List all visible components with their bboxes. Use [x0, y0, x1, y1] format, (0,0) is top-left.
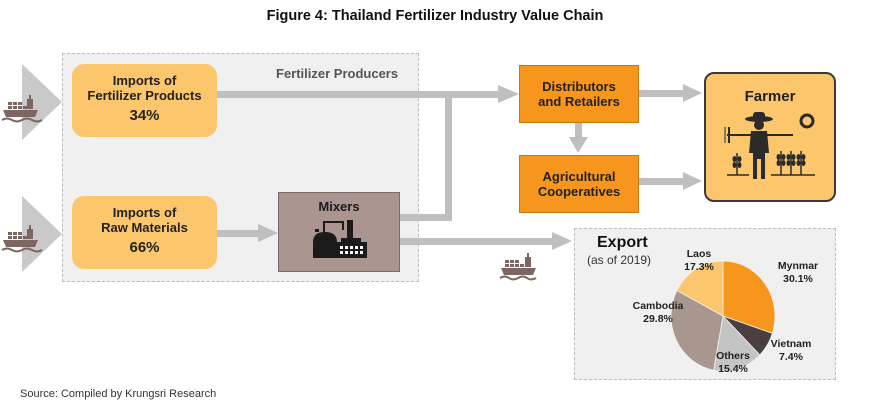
distributors-line1: Distributors — [542, 79, 616, 94]
pie-label-laos: Laos 17.3% — [674, 248, 724, 274]
pie-label-laos-name: Laos — [686, 248, 712, 260]
pie-label-vietnam: Vietnam 7.4% — [763, 338, 819, 364]
cargo-ship-icon — [1, 95, 43, 123]
source-note: Source: Compiled by Krungsri Research — [20, 388, 217, 400]
cooperatives-line1: Agricultural — [542, 169, 616, 184]
arrow-line-dist-to-farmer — [639, 90, 685, 97]
arrow-line-dist-to-coop — [575, 123, 582, 139]
arrow-line-to-export — [400, 238, 554, 245]
pie-label-others: Others 15.4% — [708, 350, 758, 376]
figure-title: Figure 4: Thailand Fertilizer Industry V… — [266, 8, 604, 24]
pie-slice-mynmar — [722, 260, 776, 334]
imports-fertilizer-share: 34% — [129, 107, 160, 124]
pie-label-mynmar: Mynmar 30.1% — [770, 260, 826, 286]
imports-raw-materials-box: Imports of Raw Materials 66% — [72, 196, 217, 269]
arrow-head-dist-to-farmer — [683, 84, 702, 102]
pie-label-others-value: 15.4% — [718, 363, 748, 375]
arrow-head-to-mixer — [258, 224, 278, 242]
pie-slice-cambodia — [670, 289, 724, 371]
pie-slice-others — [713, 315, 761, 372]
arrow-line-coop-to-farmer — [639, 178, 685, 185]
farmer-box: Farmer — [704, 72, 836, 202]
pie-label-cambodia: Cambodia 29.8% — [628, 300, 688, 326]
arrow-line-mixer-up — [445, 91, 452, 221]
distributors-line2: and Retailers — [538, 94, 620, 109]
cargo-ship-icon — [1, 225, 43, 253]
pie-label-laos-value: 17.3% — [684, 261, 714, 273]
farmer-label: Farmer — [744, 88, 796, 105]
pie-label-cambodia-value: 29.8% — [643, 313, 673, 325]
arrow-line-raw-to-mixer — [217, 230, 260, 237]
pie-label-mynmar-value: 30.1% — [783, 273, 813, 285]
arrow-line-fert-to-dist — [217, 91, 500, 98]
pie-label-others-name: Others — [716, 350, 750, 362]
import-chevron-bottom — [22, 196, 62, 272]
imports-raw-line2: Raw Materials — [101, 220, 188, 235]
cooperatives-line2: Cooperatives — [537, 184, 621, 199]
export-title: Export — [597, 234, 648, 251]
pie-label-vietnam-name: Vietnam — [770, 338, 812, 350]
arrow-line-mixer-out — [400, 214, 452, 221]
imports-fertilizer-line2: Fertilizer Products — [87, 88, 202, 103]
agricultural-cooperatives-box: Agricultural Cooperatives — [519, 155, 639, 213]
farmer-icon — [724, 112, 815, 179]
imports-raw-share: 66% — [129, 239, 160, 256]
pie-slice-laos — [676, 260, 724, 317]
imports-fertilizer-line1: Imports of — [112, 73, 177, 88]
arrow-head-to-coop — [569, 137, 588, 153]
factory-icon — [313, 220, 367, 258]
cargo-ship-icon — [499, 253, 537, 281]
imports-raw-line1: Imports of — [112, 205, 177, 220]
imports-fertilizer-products-box: Imports of Fertilizer Products 34% — [72, 64, 217, 137]
arrow-head-coop-to-farmer — [683, 172, 702, 190]
fertilizer-producers-label: Fertilizer Producers — [276, 66, 399, 81]
arrow-head-to-export — [552, 232, 572, 250]
export-subtitle: (as of 2019) — [587, 253, 652, 267]
pie-label-vietnam-value: 7.4% — [779, 351, 803, 363]
mixers-label: Mixers — [318, 199, 360, 214]
distributors-retailers-box: Distributors and Retailers — [519, 65, 639, 123]
arrow-head-to-dist — [498, 85, 519, 103]
pie-label-mynmar-name: Mynmar — [777, 260, 819, 272]
pie-label-cambodia-name: Cambodia — [632, 300, 684, 312]
mixers-box: Mixers — [278, 192, 400, 272]
